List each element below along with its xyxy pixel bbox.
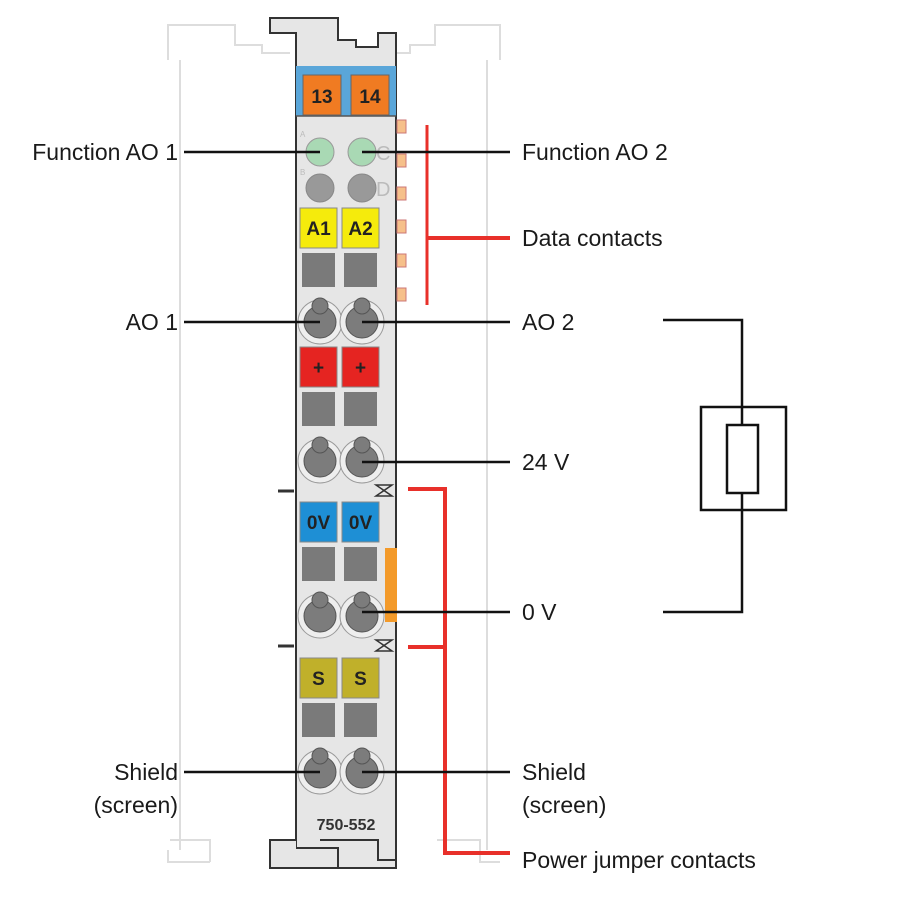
tile-label: 0V <box>349 513 373 534</box>
release-slot[interactable] <box>302 392 335 426</box>
label-ao2: AO 2 <box>522 309 574 335</box>
data-contacts <box>396 119 407 302</box>
leds: A B C D <box>300 130 390 203</box>
label-shield-left: Shield <box>114 759 178 785</box>
terminal-zero-v-1: 0V <box>297 501 343 639</box>
release-slot[interactable] <box>302 253 335 287</box>
release-slot[interactable] <box>302 703 335 737</box>
led-letter-d: D <box>376 179 390 201</box>
tile-14-label: 14 <box>359 87 381 108</box>
label-screen-left: (screen) <box>94 792 178 818</box>
ghost-modules <box>167 24 501 863</box>
tile-label: 0V <box>307 513 331 534</box>
led-letter-c: C <box>376 143 390 165</box>
clamp-keyhole <box>353 436 371 454</box>
clamp-keyhole <box>311 297 329 315</box>
terminal-rows: A1 A2 + +0V 0V S S <box>297 207 385 795</box>
clamp-keyhole <box>353 747 371 765</box>
part-number: 750-552 <box>317 817 376 834</box>
power-jumper-strip <box>385 548 397 622</box>
tile-label: S <box>312 669 325 690</box>
tile-13-label: 13 <box>311 87 332 108</box>
release-slot[interactable] <box>344 547 377 581</box>
clamp-keyhole <box>311 747 329 765</box>
tile-13: 13 <box>302 74 342 116</box>
separators <box>278 484 395 652</box>
tile-label: + <box>355 358 366 379</box>
terminal-a-2: A2 <box>339 207 385 345</box>
label-24v: 24 V <box>522 449 570 475</box>
clamp-keyhole <box>353 591 371 609</box>
label-function-ao2: Function AO 2 <box>522 139 668 165</box>
release-slot[interactable] <box>344 253 377 287</box>
clamp-keyhole <box>311 591 329 609</box>
clamp-keyhole <box>311 436 329 454</box>
label-shield-right: Shield <box>522 759 586 785</box>
label-function-ao1: Function AO 1 <box>32 139 178 165</box>
tile-label: A2 <box>348 219 372 240</box>
label-ao1: AO 1 <box>126 309 178 335</box>
leader-lines <box>184 150 510 774</box>
power-jumper-bracket <box>408 487 510 855</box>
tile-label: + <box>313 358 324 379</box>
led-b <box>305 173 335 203</box>
terminal-plus-1: + <box>297 346 343 484</box>
terminal-plus-2: + <box>339 346 385 484</box>
data-contacts-bracket <box>425 125 510 305</box>
label-data-contacts: Data contacts <box>522 225 663 251</box>
tile-label: S <box>354 669 367 690</box>
resistor-icon <box>725 423 760 495</box>
led-letter-b: B <box>300 168 305 177</box>
led-letter-a: A <box>300 130 306 139</box>
led-d <box>347 173 377 203</box>
clamp-keyhole <box>353 297 371 315</box>
label-screen-right: (screen) <box>522 792 606 818</box>
release-slot[interactable] <box>344 392 377 426</box>
release-slot[interactable] <box>344 703 377 737</box>
tile-14: 14 <box>350 74 390 116</box>
label-power-jumper-contacts: Power jumper contacts <box>522 847 756 873</box>
terminal-shield-1: S <box>297 657 343 795</box>
tile-label: A1 <box>306 219 331 240</box>
label-0v: 0 V <box>522 599 557 625</box>
terminal-zero-v-2: 0V <box>339 501 385 639</box>
release-slot[interactable] <box>302 547 335 581</box>
load-resistor-circuit <box>663 318 788 614</box>
